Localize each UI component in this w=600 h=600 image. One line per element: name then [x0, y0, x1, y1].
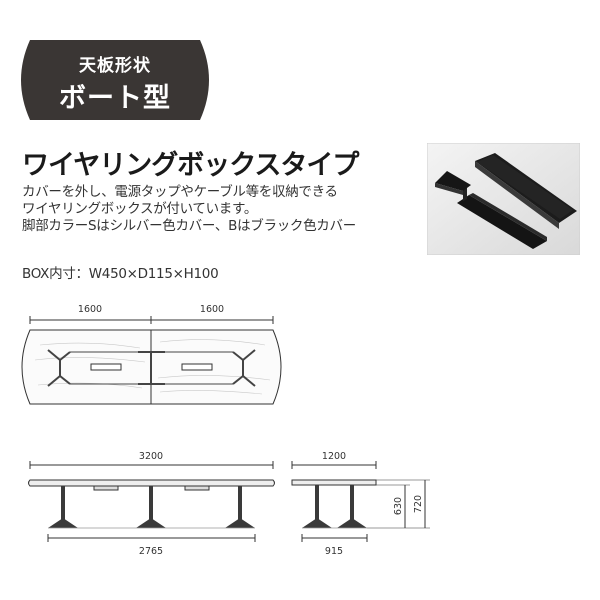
description: カバーを外し、電源タップやケーブル等を収納できる ワイヤリングボックスが付いてい…: [22, 184, 422, 235]
dim-top-right: 1600: [200, 304, 224, 315]
description-line: 脚部カラーSはシルバー色カバー、Bはブラック色カバー: [22, 218, 356, 234]
section-heading: ワイヤリングボックスタイプ: [22, 150, 359, 181]
badge-subtitle: 天板形状: [79, 56, 151, 76]
dim-side-depth: 1200: [322, 451, 346, 462]
side-view-drawing: [291, 461, 430, 542]
wiring-box-photo: [426, 142, 581, 256]
dim-inner-height: 630: [393, 497, 404, 515]
badge-background: [21, 40, 209, 120]
dim-front-total: 3200: [139, 451, 163, 462]
dim-front-legs: 2765: [139, 546, 163, 557]
dim-side-legs: 915: [325, 546, 343, 557]
description-line: カバーを外し、電源タップやケーブル等を収納できる: [22, 184, 338, 200]
technical-drawing: 1600 1600 3200 2765 1200 915 630 720: [21, 304, 430, 557]
box-inner-size: BOX内寸：W450×D115×H100: [22, 266, 219, 282]
dim-total-height: 720: [413, 495, 424, 513]
front-view-drawing: [28, 461, 275, 542]
badge-title: ボート型: [59, 83, 171, 114]
top-view-drawing: [21, 316, 282, 405]
dim-top-left: 1600: [78, 304, 102, 315]
shape-badge: 天板形状 ボート型: [20, 40, 210, 120]
description-line: ワイヤリングボックスが付いています。: [22, 201, 258, 217]
